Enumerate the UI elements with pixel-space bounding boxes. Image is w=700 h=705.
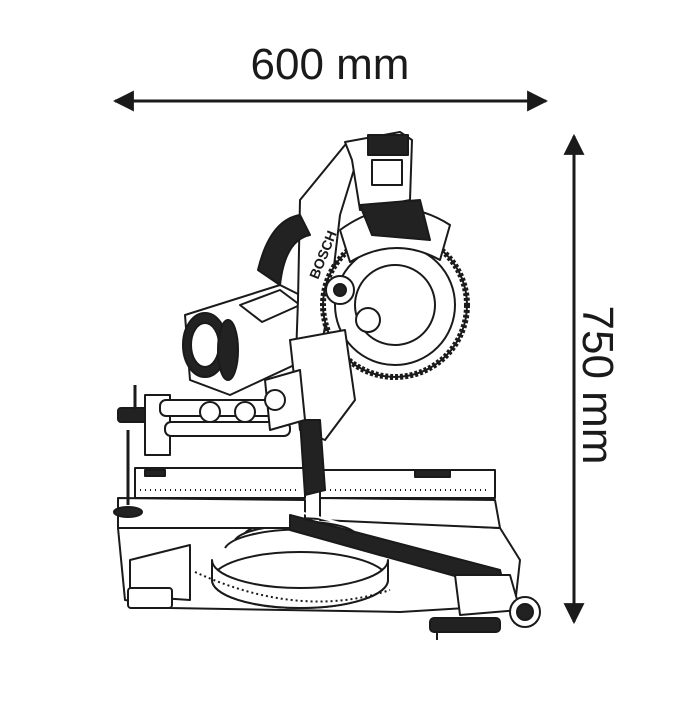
height-dimension-label: 750 mm [573, 305, 622, 465]
slide-rods [159, 399, 291, 437]
saw-base [117, 517, 521, 613]
lower-guard [264, 329, 356, 496]
extension-arm [289, 511, 541, 640]
saw-blade [320, 199, 470, 380]
saw-arm [257, 131, 413, 386]
motor-housing [182, 284, 311, 396]
width-dimension-label: 600 mm [250, 40, 410, 89]
miter-saw-illustration [113, 131, 541, 640]
